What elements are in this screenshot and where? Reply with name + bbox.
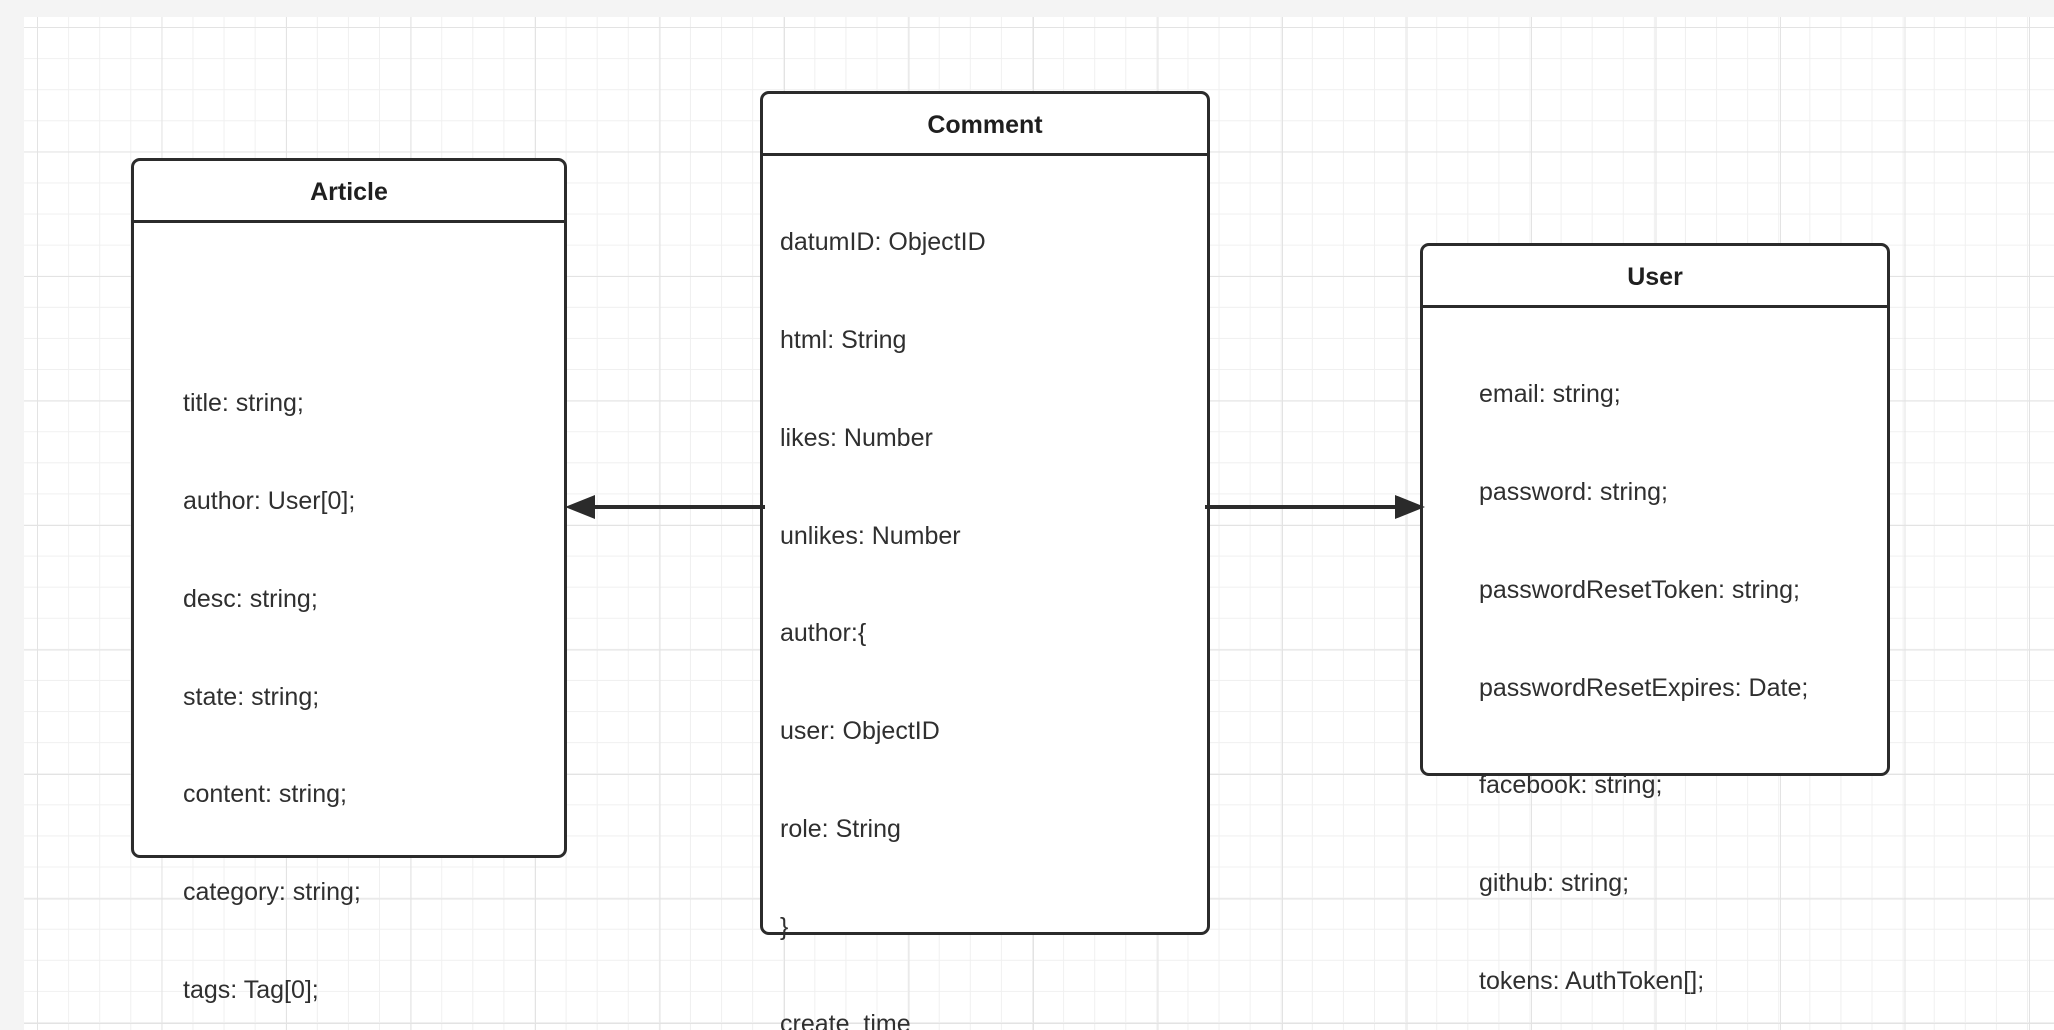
- field-row: desc: string;: [183, 584, 318, 613]
- field-row: }: [780, 912, 789, 941]
- field-row: email: string;: [1479, 380, 1621, 409]
- entity-title-article: Article: [134, 161, 564, 223]
- field-row: likes: Number: [780, 423, 933, 452]
- field-row: tags: Tag[0];: [183, 975, 319, 1004]
- field-row: author:{: [780, 619, 867, 648]
- field-row: passwordResetToken: string;: [1479, 575, 1800, 604]
- field-row: title: string;: [183, 389, 304, 418]
- entity-fields-comment: datumID: ObjectID html: String likes: Nu…: [763, 156, 1207, 1030]
- arrowhead-right-icon: [1395, 495, 1425, 519]
- field-row: user: ObjectID: [780, 717, 940, 746]
- field-row: category: string;: [183, 878, 361, 907]
- entity-box-article[interactable]: Article title: string; author: User[0]; …: [131, 158, 567, 1004]
- field-row: author: User[0];: [183, 486, 356, 515]
- field-row: passwordResetExpires: Date;: [1479, 673, 1809, 702]
- entity-box-user[interactable]: User email: string; password: string; pa…: [1420, 243, 1890, 995]
- field-row: tokens: AuthToken[];: [1479, 966, 1705, 995]
- connector-comment-to-article[interactable]: [565, 487, 765, 527]
- field-row: html: String: [780, 325, 907, 354]
- entity-box-comment[interactable]: Comment datumID: ObjectID html: String l…: [760, 91, 1210, 1030]
- entity-title-comment: Comment: [763, 94, 1207, 156]
- field-row: role: String: [780, 814, 901, 843]
- field-row: content: string;: [183, 780, 347, 809]
- field-row: datumID: ObjectID: [780, 228, 986, 257]
- field-row: github: string;: [1479, 869, 1630, 898]
- entity-title-user: User: [1423, 246, 1887, 308]
- canvas-left-margin: [0, 0, 24, 1030]
- field-row: password: string;: [1479, 477, 1668, 506]
- connector-comment-to-user[interactable]: [1205, 487, 1425, 527]
- canvas-top-margin: [0, 0, 2054, 17]
- arrowhead-left-icon: [565, 495, 595, 519]
- field-row: unlikes: Number: [780, 521, 961, 550]
- field-row: create_time: [780, 1010, 911, 1030]
- field-row: state: string;: [183, 682, 320, 711]
- entity-fields-user: email: string; password: string; passwor…: [1423, 308, 1887, 1030]
- entity-fields-article: title: string; author: User[0]; desc: st…: [134, 223, 564, 1030]
- field-row: facebook: string;: [1479, 771, 1663, 800]
